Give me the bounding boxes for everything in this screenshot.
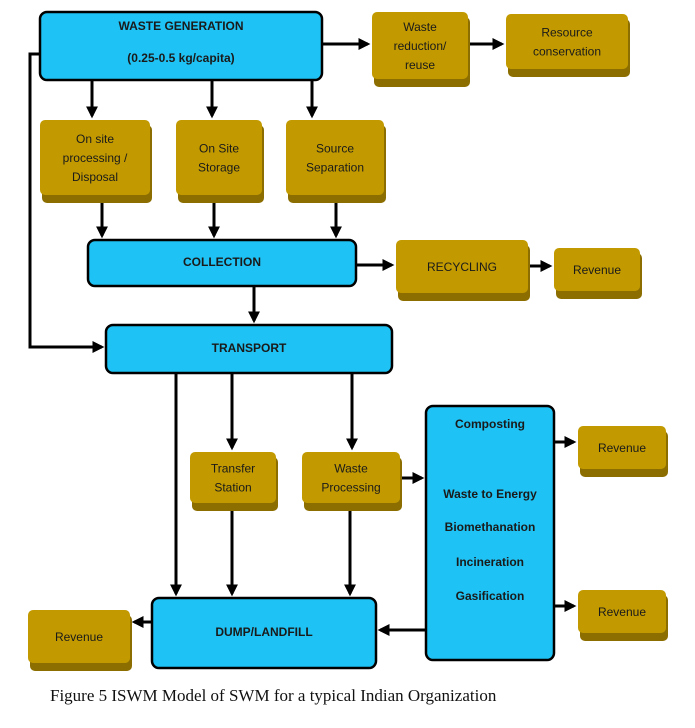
node-label: RECYCLING [427, 260, 497, 274]
node-label: Biomethanation [445, 520, 536, 534]
node-onsite-processing: On site processing / Disposal [40, 120, 152, 203]
node-box [578, 426, 666, 469]
node-resource-conservation: Resource conservation [506, 14, 630, 77]
node-label: Revenue [573, 263, 621, 277]
node-dump-landfill: DUMP/LANDFILL [150, 596, 378, 670]
node-label: Revenue [55, 630, 103, 644]
iswm-flow-diagram: WASTE GENERATION (0.25-0.5 kg/capita) Wast… [28, 10, 668, 671]
node-label: Incineration [456, 555, 524, 569]
node-box [40, 120, 150, 195]
node-label: Separation [306, 160, 364, 174]
node-transport: TRANSPORT [104, 323, 394, 375]
node-label: Storage [198, 160, 240, 174]
node-label: WASTE GENERATION [118, 19, 243, 33]
node-label: Revenue [598, 441, 646, 455]
node-label: Waste [334, 461, 368, 475]
node-label: On Site [199, 141, 239, 155]
node-label: COLLECTION [183, 255, 261, 269]
node-label: Waste [403, 20, 437, 34]
node-box [302, 452, 400, 503]
node-label: processing / [63, 151, 128, 165]
node-box [372, 12, 468, 79]
node-box [28, 610, 130, 663]
node-label: reuse [405, 58, 435, 72]
node-label: DUMP/LANDFILL [215, 625, 312, 639]
node-box [396, 240, 528, 293]
node-box [86, 238, 358, 288]
node-revenue-composting-top: Revenue [578, 426, 668, 477]
edge-waste-generation-to-transport [28, 52, 105, 353]
node-box [150, 596, 378, 670]
node-revenue-landfill: Revenue [28, 610, 132, 671]
node-label: Transfer [211, 461, 255, 475]
node-label: Disposal [72, 170, 118, 184]
node-recycling: RECYCLING [396, 240, 530, 301]
node-label: TRANSPORT [212, 341, 287, 355]
node-revenue-recycling: Revenue [554, 248, 642, 299]
node-label: Source [316, 141, 354, 155]
node-box [578, 590, 666, 633]
node-label: reduction/ [394, 39, 447, 53]
node-label: conservation [533, 44, 601, 58]
node-box [38, 10, 324, 82]
node-label: (0.25-0.5 kg/capita) [127, 51, 234, 65]
node-box [506, 14, 628, 69]
node-label: Resource [541, 25, 593, 39]
node-label: On site [76, 132, 114, 146]
node-label: Processing [321, 480, 380, 494]
node-label: Station [214, 480, 251, 494]
node-box [176, 120, 262, 195]
node-label: Waste to Energy [443, 487, 537, 501]
node-box [286, 120, 384, 195]
node-label: Composting [455, 417, 525, 431]
node-box [104, 323, 394, 375]
node-label: Revenue [598, 605, 646, 619]
node-label: Gasification [456, 589, 525, 603]
node-revenue-composting-bottom: Revenue [578, 590, 668, 641]
node-waste-reduction: Waste reduction/reuse [372, 12, 470, 87]
node-collection: COLLECTION [86, 238, 358, 288]
node-box [424, 404, 556, 662]
node-box [190, 452, 276, 503]
figure-caption: Figure 5 ISWM Model of SWM for a typical… [50, 686, 497, 705]
node-waste-generation: WASTE GENERATION (0.25-0.5 kg/capita) [38, 10, 324, 82]
node-box [554, 248, 640, 291]
